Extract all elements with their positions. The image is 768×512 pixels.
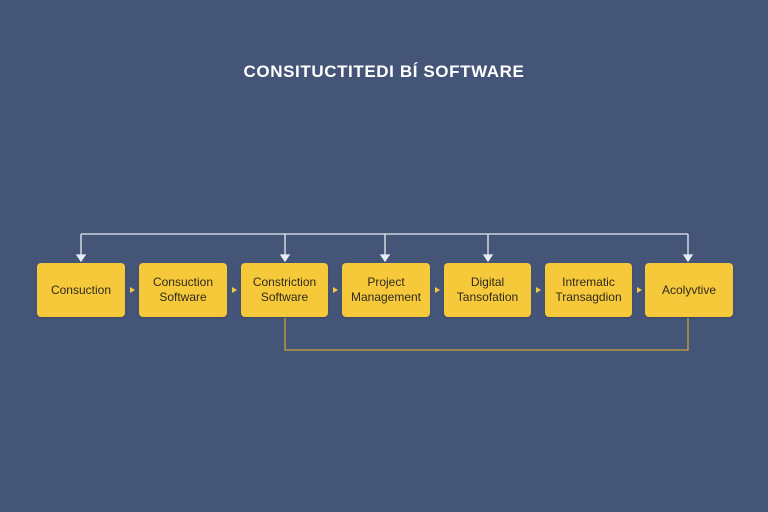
chain-arrow-6 bbox=[637, 287, 642, 293]
node-constriction-software: Constriction Software bbox=[241, 263, 328, 317]
node-acolyvtive: Acolyvtive bbox=[645, 263, 733, 317]
chain-arrow-2 bbox=[232, 287, 237, 293]
arrowhead-node-1 bbox=[75, 254, 87, 263]
node-label: Consuction Software bbox=[152, 275, 214, 304]
arrowhead-node-4 bbox=[379, 254, 391, 263]
node-label: Acolyvtive bbox=[661, 282, 717, 297]
top-bus-drops bbox=[75, 234, 694, 263]
arrowhead-node-3 bbox=[279, 254, 291, 263]
node-project-management: Project Management bbox=[342, 263, 430, 317]
node-consuction-software: Consuction Software bbox=[139, 263, 227, 317]
chain-arrow-1 bbox=[130, 287, 135, 293]
diagram-title: CONSITUCTITEDI BÍ SOFTWARE bbox=[243, 62, 525, 81]
arrowhead-node-7 bbox=[682, 254, 694, 263]
chain-arrow-5 bbox=[536, 287, 541, 293]
node-label: Constriction Software bbox=[252, 275, 317, 304]
node-consuction: Consuction bbox=[37, 263, 125, 317]
chain-arrow-4 bbox=[435, 287, 440, 293]
node-label: Consuction bbox=[50, 282, 112, 297]
node-label: Intrematic Transagdion bbox=[555, 275, 622, 304]
chain-arrow-3 bbox=[333, 287, 338, 293]
node-label: Digital Tansofation bbox=[456, 275, 519, 304]
chain-arrows bbox=[130, 287, 642, 293]
node-digital-tansofation: Digital Tansofation bbox=[444, 263, 531, 317]
node-label: Project Management bbox=[350, 275, 422, 304]
node-intrematic-transagdion: Intrematic Transagdion bbox=[545, 263, 632, 317]
bottom-bracket-line bbox=[284, 318, 689, 351]
arrowhead-node-5 bbox=[482, 254, 494, 263]
